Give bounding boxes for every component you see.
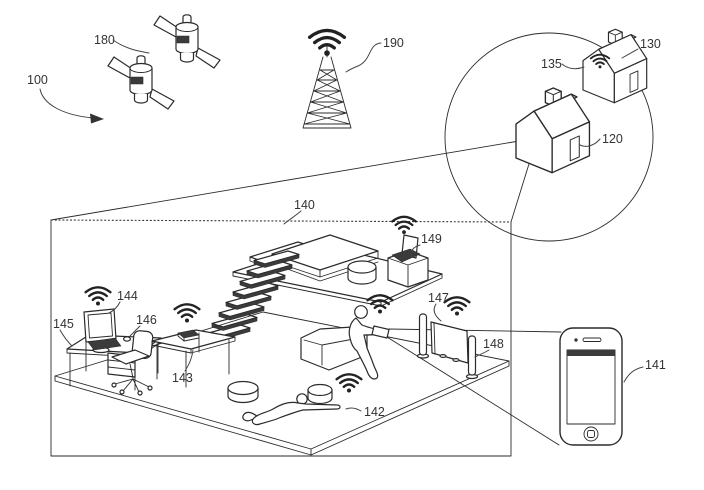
leader-140 xyxy=(283,210,302,225)
arrow-100-head xyxy=(90,113,104,124)
leader-141 xyxy=(623,366,644,383)
ref-label-143: 143 xyxy=(172,371,193,385)
ref-label-130: 130 xyxy=(640,37,661,51)
sitting-person xyxy=(348,305,387,380)
speaker-left xyxy=(416,313,430,359)
leader-143 xyxy=(184,349,194,372)
ref-label-147: 147 xyxy=(428,291,449,305)
laptop xyxy=(391,234,421,263)
ref-label-144: 144 xyxy=(117,289,138,303)
satellite-icon xyxy=(107,55,175,110)
ref-label-142: 142 xyxy=(364,405,385,419)
leader-135 xyxy=(561,63,585,70)
floor-stool xyxy=(307,383,333,405)
ref-label-180: 180 xyxy=(94,33,115,47)
arrow-100-shaft xyxy=(39,88,94,119)
leader-190 xyxy=(345,42,382,73)
ref-label-120: 120 xyxy=(602,132,623,146)
tv xyxy=(430,321,469,364)
smartphone-icon xyxy=(559,327,623,446)
floor-pouf xyxy=(227,380,259,404)
ref-label-146: 146 xyxy=(136,313,157,327)
wifi-icon xyxy=(335,373,363,394)
house-icon xyxy=(515,87,591,174)
handheld-device xyxy=(371,325,390,339)
leader-147 xyxy=(433,303,442,322)
leader-144 xyxy=(108,301,121,314)
ref-label-141: 141 xyxy=(645,358,666,372)
wifi-icon xyxy=(391,215,417,236)
ref-label-140: 140 xyxy=(294,198,315,212)
cell-tower-icon xyxy=(302,46,352,129)
house-icon xyxy=(582,28,648,104)
leader-180 xyxy=(112,39,150,54)
wifi-icon xyxy=(173,303,201,324)
leader-145 xyxy=(59,329,73,347)
speaker-right xyxy=(465,335,479,380)
room-box xyxy=(50,219,512,457)
wifi-icon xyxy=(84,286,112,307)
leader-120 xyxy=(579,138,601,147)
satellite-icon xyxy=(153,14,221,69)
leader-149 xyxy=(410,244,421,258)
wifi-icon xyxy=(307,28,347,58)
loft-ottoman xyxy=(347,260,377,285)
ref-label-149: 149 xyxy=(421,232,442,246)
media-device xyxy=(177,329,200,342)
ref-label-148: 148 xyxy=(483,337,504,351)
office-chair xyxy=(111,330,154,396)
side-table xyxy=(151,329,236,388)
leader-142 xyxy=(345,407,362,412)
phone-projection-lines xyxy=(386,328,562,446)
mouse xyxy=(122,336,131,342)
room-box-top-edge xyxy=(50,219,512,223)
ref-label-100: 100 xyxy=(27,73,48,87)
leader-148 xyxy=(474,349,490,358)
staircase xyxy=(204,250,300,342)
keyboard xyxy=(87,337,122,351)
ref-label-135: 135 xyxy=(541,57,562,71)
ref-label-190: 190 xyxy=(383,36,404,50)
leader-146 xyxy=(129,325,141,337)
ref-label-145: 145 xyxy=(53,317,74,331)
leader-130 xyxy=(621,48,639,59)
lying-person xyxy=(242,393,341,426)
neighborhood-circle xyxy=(444,32,654,242)
